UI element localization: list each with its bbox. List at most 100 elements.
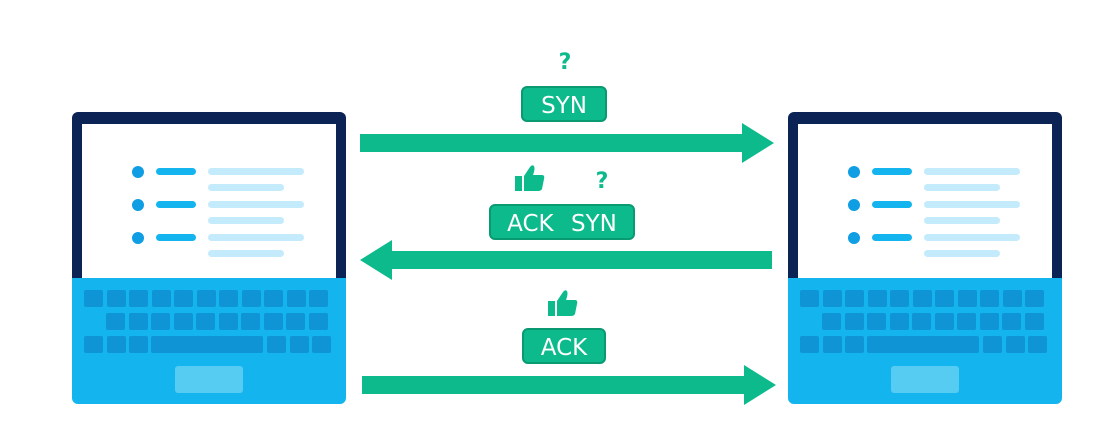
keyboard-key	[822, 336, 842, 353]
laptop-keyboard-base	[788, 278, 1062, 404]
list-dash	[156, 234, 196, 241]
keyboard-key	[218, 313, 238, 330]
text-line	[924, 250, 1000, 257]
touchpad	[891, 366, 959, 393]
question-icon: ?	[558, 50, 572, 75]
keyboard-key	[219, 290, 238, 307]
keyboard-key	[957, 313, 976, 330]
syn-arrow	[360, 134, 744, 152]
keyboard-key	[151, 313, 170, 330]
list-bullet-icon	[848, 199, 860, 211]
list-bullet-icon	[132, 166, 144, 178]
keyboard-key	[935, 290, 954, 307]
ack-text: ACK	[540, 335, 588, 361]
text-line	[208, 184, 284, 191]
keyboard-key	[1005, 336, 1025, 353]
keyboard-key	[822, 313, 841, 330]
laptop-screen-frame	[72, 112, 346, 284]
keyboard-key	[106, 290, 126, 307]
keyboard-key	[106, 336, 126, 353]
syn-ack-arrow	[390, 251, 772, 269]
keyboard-key	[84, 290, 103, 307]
list-bullet-icon	[132, 199, 144, 211]
keyboard-key	[957, 290, 977, 307]
list-dash	[872, 234, 912, 241]
text-line	[208, 201, 304, 208]
ack-label: ACK	[522, 328, 606, 364]
list-bullet-icon	[848, 232, 860, 244]
list-bullet-icon	[132, 232, 144, 244]
keyboard-key	[912, 290, 932, 307]
arrow-left-icon	[360, 240, 392, 280]
list-dash	[872, 168, 912, 175]
keyboard-key	[867, 290, 887, 307]
text-line	[924, 168, 1020, 175]
keyboard-key	[129, 290, 148, 307]
keyboard-key	[174, 290, 193, 307]
keyboard-key	[979, 313, 999, 330]
touchpad	[175, 366, 243, 393]
thumbs-up-icon	[515, 165, 545, 191]
keyboard-key	[267, 336, 286, 353]
thumbs-up-icon	[548, 290, 578, 316]
keyboard-key	[912, 313, 931, 330]
keyboard-key	[800, 336, 819, 353]
keyboard-key	[867, 313, 886, 330]
keyboard-key	[241, 290, 261, 307]
keyboard-key	[1024, 313, 1044, 330]
keyboard-key	[151, 290, 171, 307]
ack-arrow	[362, 376, 746, 394]
laptop-screen	[82, 124, 336, 284]
keyboard-key	[308, 313, 328, 330]
keyboard-key	[845, 336, 864, 353]
laptop-screen	[798, 124, 1052, 284]
text-line	[924, 201, 1020, 208]
keyboard-key	[1002, 313, 1021, 330]
keyboard-key	[1025, 290, 1044, 307]
keyboard-key	[289, 336, 309, 353]
keyboard-key	[934, 313, 954, 330]
keyboard-key	[84, 336, 103, 353]
ack-text: ACK	[507, 211, 554, 237]
syn-text: SYN	[570, 211, 617, 237]
text-line	[208, 234, 304, 241]
keyboard-key	[173, 313, 193, 330]
client-laptop	[72, 112, 346, 404]
keyboard-key	[312, 336, 331, 353]
laptop-screen-frame	[788, 112, 1062, 284]
keyboard-key	[241, 313, 260, 330]
text-line	[208, 250, 284, 257]
syn-ack-label: ACK SYN	[489, 204, 635, 240]
keyboard-key	[286, 313, 305, 330]
list-bullet-icon	[848, 166, 860, 178]
keyboard-key	[196, 313, 215, 330]
keyboard-key	[890, 290, 909, 307]
text-line	[924, 234, 1020, 241]
laptop-keyboard-base	[72, 278, 346, 404]
text-line	[208, 168, 304, 175]
keyboard-key	[800, 290, 819, 307]
keyboard-key	[196, 290, 216, 307]
keyboard-key	[844, 313, 864, 330]
spacebar-key	[867, 336, 979, 353]
keyboard-key	[264, 290, 283, 307]
keyboard-key	[1028, 336, 1047, 353]
list-dash	[156, 168, 196, 175]
text-line	[924, 184, 1000, 191]
arrow-right-icon	[744, 365, 776, 405]
keyboard-key	[128, 313, 148, 330]
keyboard-key	[983, 336, 1002, 353]
list-dash	[156, 201, 196, 208]
keyboard-key	[309, 290, 328, 307]
question-icon: ?	[595, 169, 609, 194]
list-dash	[872, 201, 912, 208]
spacebar-key	[151, 336, 263, 353]
keyboard-key	[889, 313, 909, 330]
keyboard-key	[106, 313, 125, 330]
syn-label: SYN	[521, 86, 607, 122]
keyboard-key	[845, 290, 864, 307]
text-line	[924, 217, 1000, 224]
keyboard-key	[822, 290, 842, 307]
syn-text: SYN	[541, 93, 587, 119]
keyboard-key	[129, 336, 148, 353]
